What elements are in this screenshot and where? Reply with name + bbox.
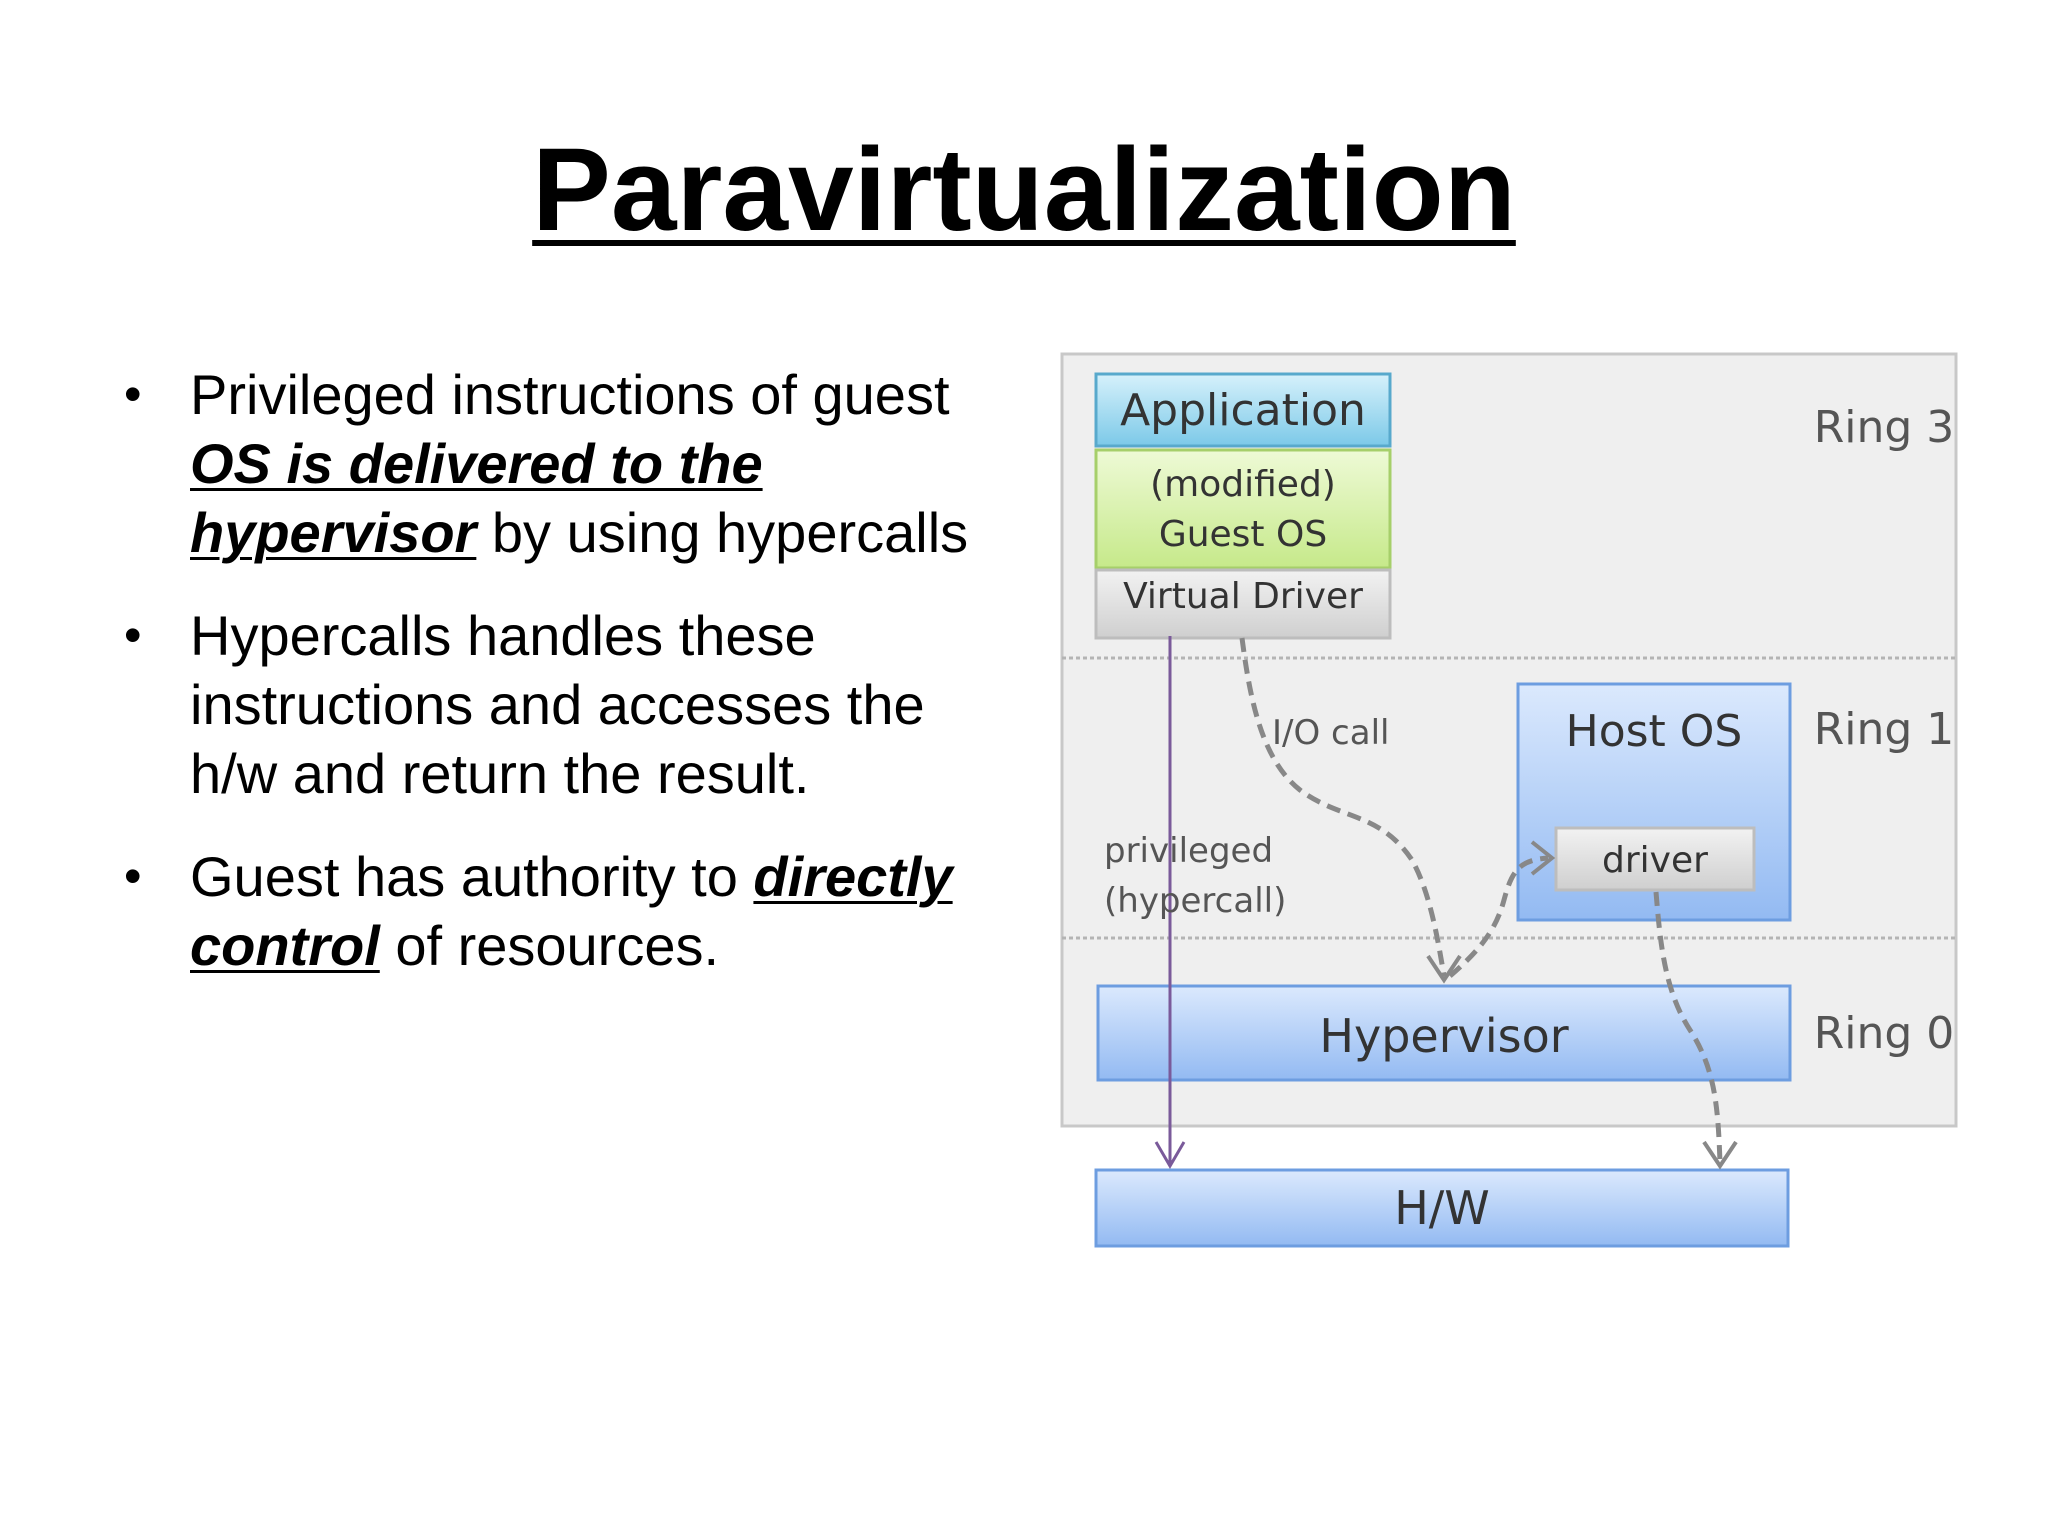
bullet-item: • Hypercalls handles these instructions … bbox=[118, 601, 1018, 808]
hypervisor-box bbox=[1096, 984, 1792, 1082]
driver-arrowhead-icon bbox=[1530, 840, 1556, 876]
slide-title: Paravirtualization bbox=[532, 124, 1516, 256]
bullet-list: • Privileged instructions of guest OS is… bbox=[118, 360, 1018, 1014]
bullet-text: of resources. bbox=[379, 914, 720, 977]
bullet-text: Hypercalls handles these instructions an… bbox=[190, 604, 925, 805]
guest-os-box bbox=[1094, 448, 1392, 570]
guest-os-label-line2: Guest OS bbox=[1159, 514, 1327, 555]
host-os-label: Host OS bbox=[1566, 706, 1743, 757]
driver-to-hw-arrow bbox=[1653, 891, 1723, 1163]
bullet-text: Guest has authority to bbox=[190, 845, 754, 908]
hw-box bbox=[1094, 1168, 1790, 1248]
hypervisor-label: Hypervisor bbox=[1319, 1009, 1568, 1063]
privileged-arrowhead-icon bbox=[1154, 1141, 1186, 1169]
driver-label: driver bbox=[1602, 840, 1708, 881]
bullet-text: Privileged instructions of guest bbox=[190, 363, 950, 426]
io-call-label: I/O call bbox=[1272, 713, 1389, 753]
ring0-label: Ring 0 bbox=[1814, 1008, 1955, 1059]
hw-arrowhead-icon bbox=[1702, 1140, 1738, 1170]
bullet-emphasis: OS is delivered to the hypervisor bbox=[190, 432, 763, 564]
io-call-arrow bbox=[1239, 637, 1447, 977]
guest-os-label-line1: (modified) bbox=[1150, 464, 1336, 505]
application-label: Application bbox=[1120, 385, 1366, 436]
ring3-label: Ring 3 bbox=[1814, 402, 1955, 453]
bullet-dot-icon: • bbox=[124, 607, 142, 663]
driver-box bbox=[1554, 826, 1756, 892]
bullet-item: • Guest has authority to directly contro… bbox=[118, 842, 1018, 980]
privileged-label-line1: privileged bbox=[1104, 831, 1273, 871]
bullet-emphasis: directly control bbox=[190, 845, 953, 977]
application-box bbox=[1094, 372, 1392, 448]
virtual-driver-label: Virtual Driver bbox=[1123, 576, 1363, 617]
hypervisor-to-driver-arrow bbox=[1448, 855, 1549, 978]
bullet-dot-icon: • bbox=[124, 366, 142, 422]
io-call-arrowhead-icon bbox=[1426, 954, 1462, 984]
bullet-dot-icon: • bbox=[124, 848, 142, 904]
privileged-label-line2: (hypercall) bbox=[1104, 881, 1286, 921]
bullet-text: by using hypercalls bbox=[476, 501, 969, 564]
hw-label: H/W bbox=[1394, 1181, 1490, 1235]
bullet-item: • Privileged instructions of guest OS is… bbox=[118, 360, 1018, 567]
ring1-label: Ring 1 bbox=[1814, 704, 1955, 755]
